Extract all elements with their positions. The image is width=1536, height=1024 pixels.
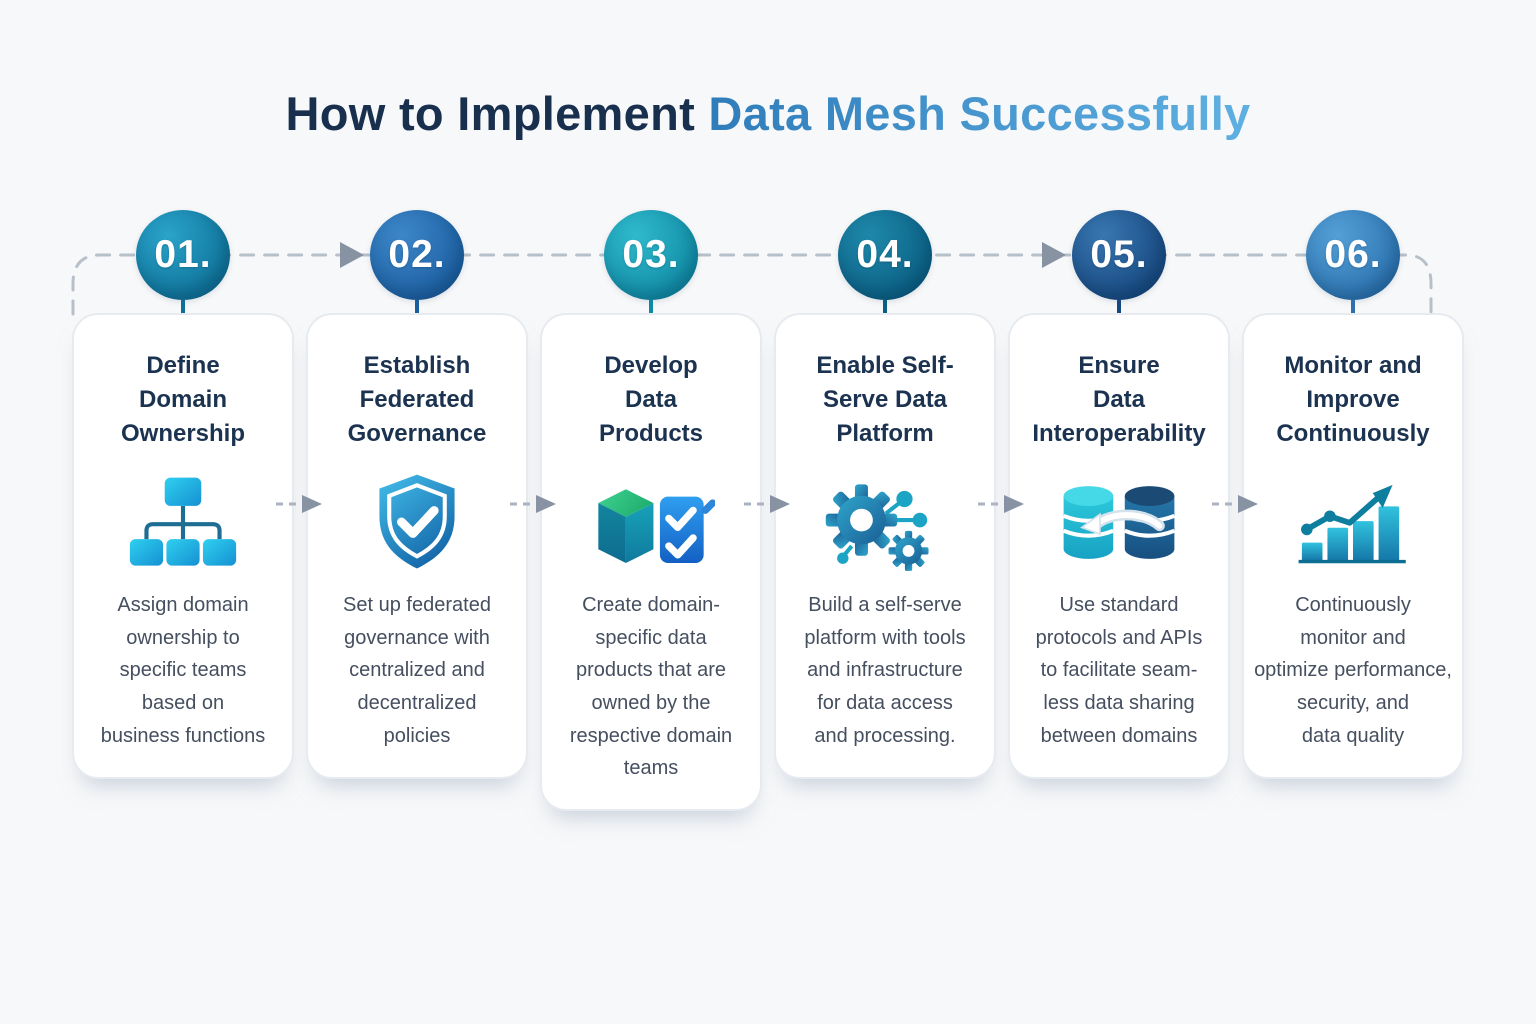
flow-arrow-icon [978, 495, 1024, 513]
flow-arrow-icon [510, 495, 556, 513]
chart-growth-icon [1250, 471, 1456, 573]
page-title-highlight: Data Mesh Successfully [708, 87, 1251, 140]
timeline-connector [71, 242, 1433, 340]
step-number-badge: 04. [838, 210, 932, 300]
step-number: 02. [388, 233, 446, 276]
flow-arrow-icon [340, 242, 364, 268]
flow-arrow-icon [1212, 495, 1258, 513]
circle-card-connector [415, 300, 419, 313]
page-title-prefix: How to Implement [285, 87, 709, 140]
step-number: 04. [856, 233, 914, 276]
step-number-badge: 01. [136, 210, 230, 300]
step-number: 01. [154, 233, 212, 276]
gears-icon [782, 471, 988, 573]
step-number-badge: 06. [1306, 210, 1400, 300]
flow-arrow-icon [1042, 242, 1066, 268]
step-number-badge: 05. [1072, 210, 1166, 300]
page-title: How to Implement Data Mesh Successfully [0, 86, 1536, 141]
circle-card-connector [181, 300, 185, 313]
step-number-badge: 02. [370, 210, 464, 300]
hierarchy-icon [80, 471, 286, 573]
circle-card-connector [1117, 300, 1121, 313]
flow-arrow-icon [276, 495, 322, 513]
databases-sync-icon [1016, 471, 1222, 573]
flow-arrow-icon [744, 495, 790, 513]
step-number: 03. [622, 233, 680, 276]
shield-check-icon [314, 471, 520, 573]
step-number: 06. [1324, 233, 1382, 276]
step-number: 05. [1090, 233, 1148, 276]
cube-checklist-icon [548, 471, 754, 573]
step-number-badge: 03. [604, 210, 698, 300]
circle-card-connector [1351, 300, 1355, 313]
circle-card-connector [649, 300, 653, 313]
circle-card-connector [883, 300, 887, 313]
